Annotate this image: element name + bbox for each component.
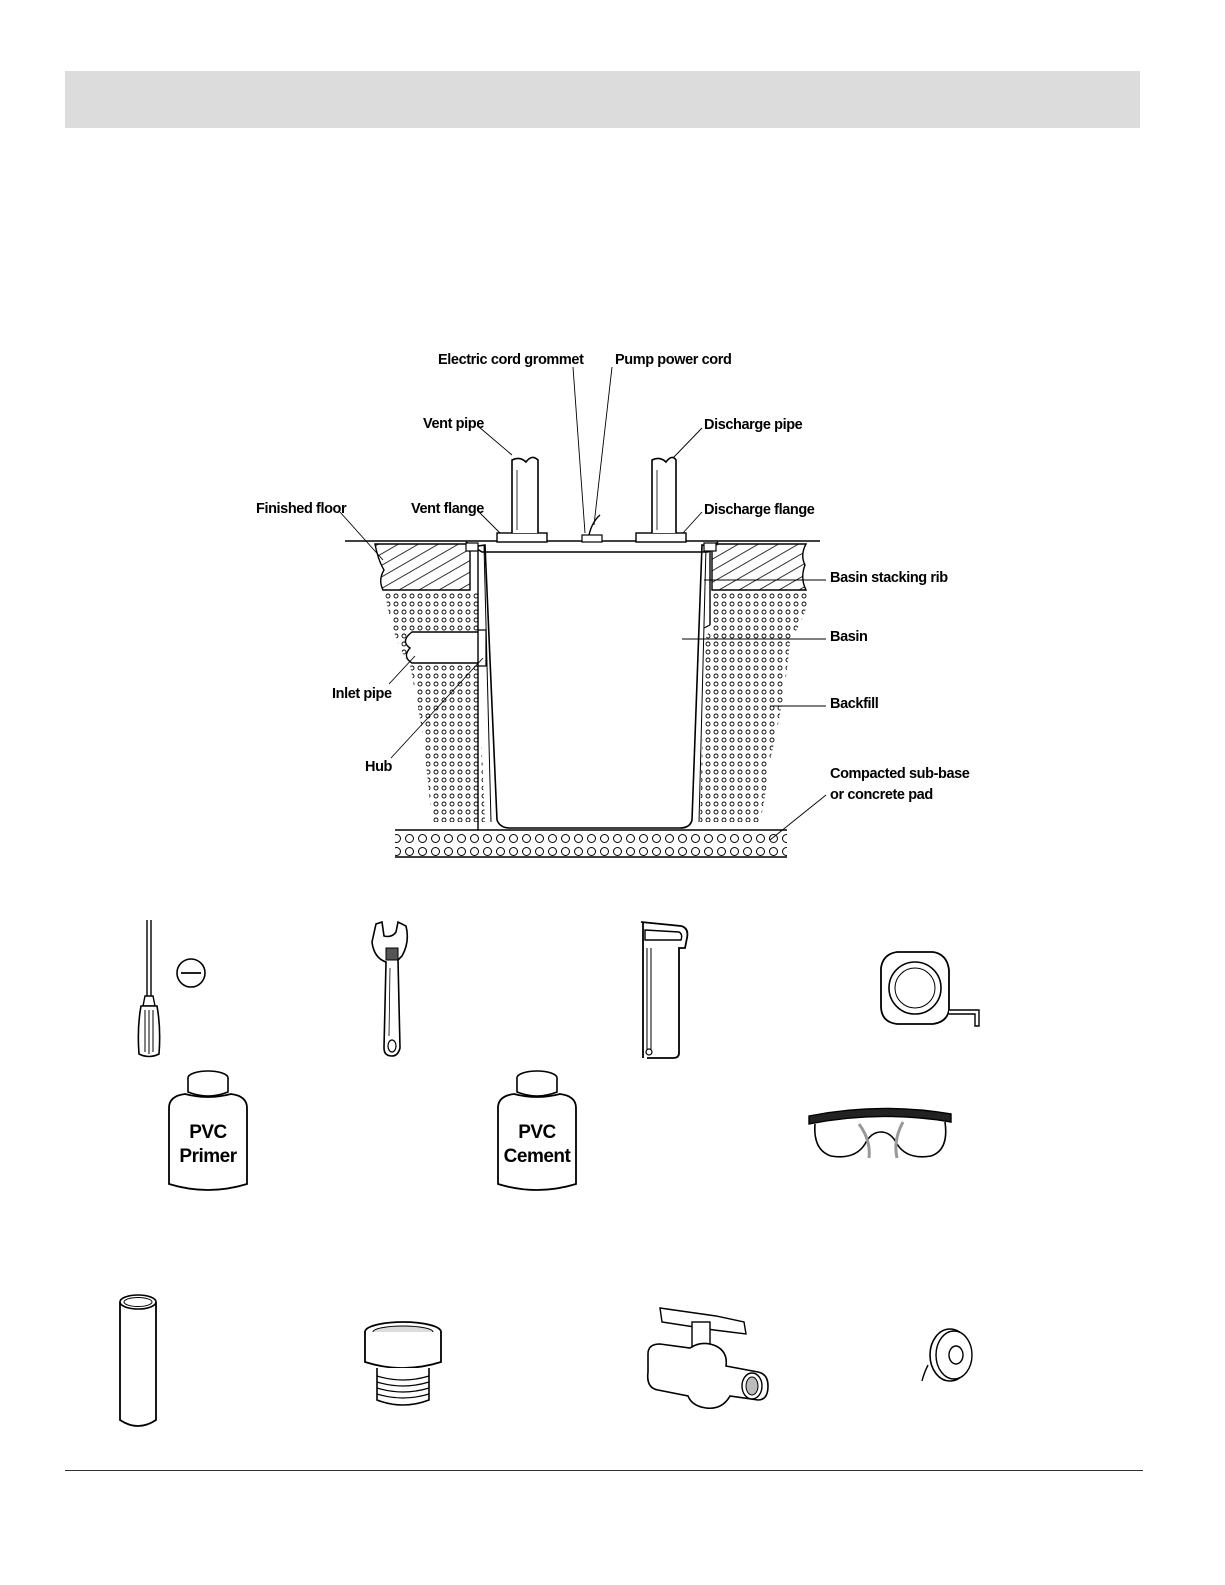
- footer-rule: [65, 1470, 1143, 1471]
- tape-measure-icon: [875, 948, 985, 1028]
- label-vent-pipe: Vent pipe: [423, 416, 484, 433]
- sub-base-pad: [395, 830, 787, 857]
- label-finished-floor: Finished floor: [256, 501, 346, 518]
- vent-pipe: [512, 457, 538, 533]
- adjustable-wrench-icon: [368, 918, 418, 1060]
- pvc-pipe-icon: [110, 1292, 170, 1434]
- label-basin: Basin: [830, 629, 868, 646]
- discharge-pipe: [652, 457, 676, 533]
- primer-line2: Primer: [179, 1146, 237, 1167]
- primer-line1: PVC: [189, 1122, 227, 1143]
- basin-lid: [466, 542, 718, 552]
- label-backfill: Backfill: [830, 696, 878, 713]
- label-discharge-flange: Discharge flange: [704, 502, 814, 519]
- label-inlet-pipe: Inlet pipe: [332, 686, 392, 703]
- ball-valve-icon: [640, 1300, 775, 1415]
- discharge-flange: [636, 533, 686, 542]
- basin-wall: [478, 545, 710, 828]
- male-adapter-fitting-icon: [355, 1318, 455, 1410]
- hacksaw-icon: [635, 918, 695, 1063]
- label-sub-base-line2: or concrete pad: [830, 787, 933, 804]
- teflon-tape-roll-icon: [918, 1325, 983, 1385]
- label-hub: Hub: [365, 759, 392, 776]
- label-electric-cord-grommet: Electric cord grommet: [438, 352, 584, 369]
- electric-cord-grommet: [582, 535, 602, 542]
- pvc-cement-can-icon: PVC Cement: [492, 1068, 582, 1194]
- label-vent-flange: Vent flange: [411, 501, 484, 518]
- vent-flange: [497, 533, 547, 542]
- inlet-pipe: [405, 632, 478, 663]
- safety-glasses-icon: [805, 1100, 955, 1165]
- flathead-screwdriver-icon: [135, 918, 215, 1060]
- backfill-right: [700, 592, 810, 822]
- label-sub-base-line1: Compacted sub-base: [830, 766, 969, 783]
- pvc-primer-can-icon: PVC Primer: [163, 1068, 253, 1194]
- cement-line1: PVC: [518, 1122, 556, 1143]
- label-discharge-pipe: Discharge pipe: [704, 417, 802, 434]
- finished-floor-left: [375, 544, 470, 590]
- cement-line2: Cement: [504, 1146, 572, 1167]
- label-basin-stacking-rib: Basin stacking rib: [830, 570, 948, 587]
- backfill-left: [385, 592, 485, 822]
- finished-floor-right: [712, 544, 806, 590]
- label-pump-power-cord: Pump power cord: [615, 352, 731, 369]
